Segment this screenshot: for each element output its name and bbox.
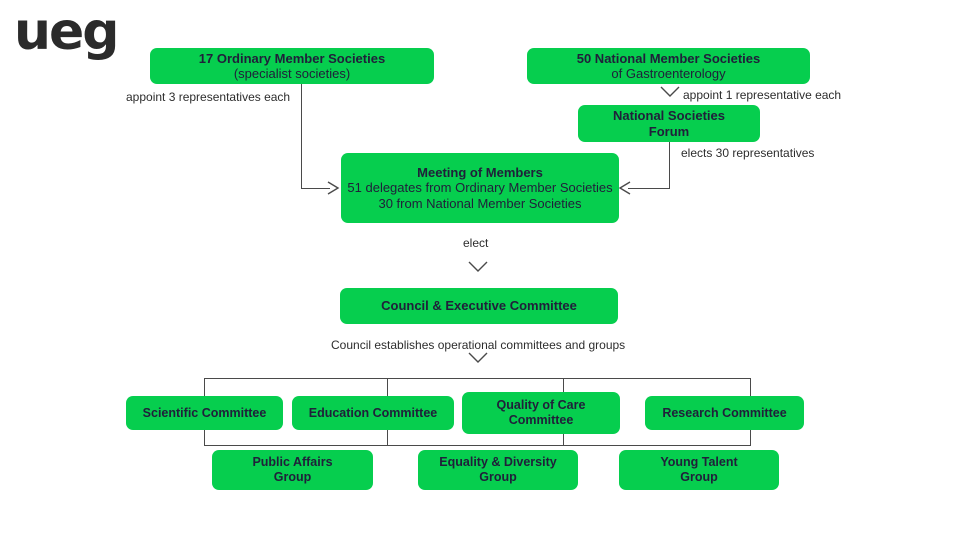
committee-bus-top <box>204 378 751 379</box>
node-equality-line2: Group <box>479 470 517 484</box>
committee-drop-quality <box>563 378 564 396</box>
committee-rise-education <box>387 428 388 446</box>
node-forum-line2: Forum <box>648 123 690 139</box>
committee-drop-scientific <box>204 378 205 396</box>
node-council-line1: Council & Executive Committee <box>381 298 577 314</box>
node-meeting-line3: 30 from National Member Societies <box>378 195 582 211</box>
node-education-committee[interactable]: Education Committee <box>292 396 454 430</box>
chevron-national-to-forum <box>659 85 681 99</box>
node-meeting-line2: 51 delegates from Ordinary Member Societ… <box>347 180 613 196</box>
node-research-committee[interactable]: Research Committee <box>645 396 804 430</box>
node-quality-line1: Quality of Care <box>496 398 586 413</box>
node-scientific-committee[interactable]: Scientific Committee <box>126 396 283 430</box>
node-public-affairs-line2: Group <box>273 470 312 484</box>
committee-rise-research <box>750 428 751 446</box>
connector-ordinary-vertical <box>301 78 302 188</box>
edge-label-appoint-three: appoint 3 representatives each <box>126 90 291 104</box>
node-public-affairs-line1: Public Affairs <box>252 455 333 470</box>
connector-ordinary-horizontal <box>301 188 330 189</box>
node-ordinary-member-societies[interactable]: 17 Ordinary Member Societies (specialist… <box>150 48 434 84</box>
node-education-line1: Education Committee <box>308 405 438 420</box>
node-research-line1: Research Committee <box>662 405 787 420</box>
committee-bus-bottom <box>204 445 751 446</box>
node-ordinary-line2: (specialist societies) <box>233 66 351 81</box>
committee-drop-research <box>750 378 751 396</box>
committee-rise-scientific <box>204 428 205 446</box>
node-council-executive-committee[interactable]: Council & Executive Committee <box>340 288 618 324</box>
node-national-line2: of Gastroenterology <box>611 66 726 81</box>
edge-label-appoint-one: appoint 1 representative each <box>683 88 842 102</box>
node-equality-line1: Equality & Diversity <box>439 455 557 470</box>
node-national-member-societies[interactable]: 50 National Member Societies of Gastroen… <box>527 48 810 84</box>
ueg-logo: ueg <box>14 2 120 62</box>
node-meeting-of-members[interactable]: Meeting of Members 51 delegates from Ord… <box>341 153 619 223</box>
node-meeting-line1: Meeting of Members <box>417 165 543 180</box>
connector-forum-horizontal <box>628 188 670 189</box>
node-forum-line1: National Societies <box>613 108 725 124</box>
arrowhead-into-meeting-right <box>616 180 632 196</box>
node-equality-diversity-group[interactable]: Equality & Diversity Group <box>418 450 578 490</box>
node-young-talent-line2: Group <box>680 470 718 484</box>
edge-label-elects-thirty: elects 30 representatives <box>681 146 815 160</box>
edge-label-elect: elect <box>463 236 489 250</box>
node-quality-of-care-committee[interactable]: Quality of Care Committee <box>462 392 620 434</box>
committee-rise-quality <box>563 428 564 446</box>
node-public-affairs-group[interactable]: Public Affairs Group <box>212 450 373 490</box>
node-national-societies-forum[interactable]: National Societies Forum <box>578 105 760 142</box>
chevron-meeting-to-council <box>467 260 489 274</box>
connector-forum-vertical <box>669 141 670 188</box>
node-young-talent-line1: Young Talent <box>660 455 738 470</box>
node-ordinary-line1: 17 Ordinary Member Societies <box>198 50 386 66</box>
arrowhead-into-meeting-left <box>326 180 342 196</box>
committee-drop-education <box>387 378 388 396</box>
node-scientific-line1: Scientific Committee <box>142 405 267 420</box>
node-national-line1: 50 National Member Societies <box>576 50 761 66</box>
node-quality-line2: Committee <box>508 413 574 427</box>
chevron-council-to-committees <box>467 351 489 365</box>
edge-label-council-establishes: Council establishes operational committe… <box>331 338 626 352</box>
node-young-talent-group[interactable]: Young Talent Group <box>619 450 779 490</box>
